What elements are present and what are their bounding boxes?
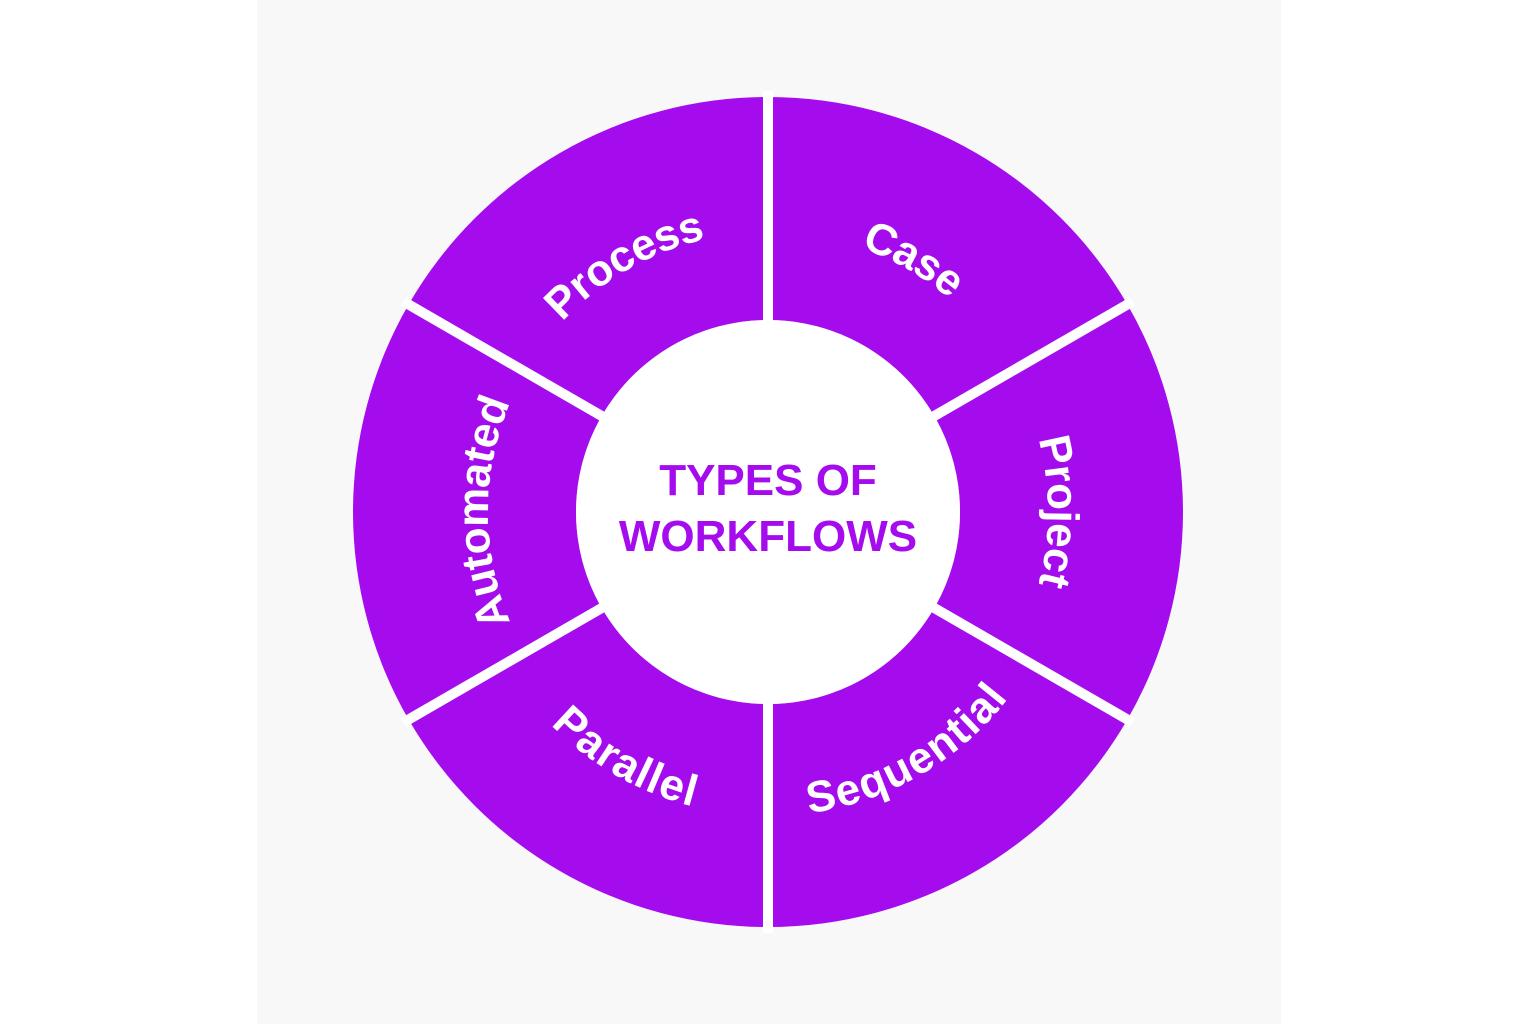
segment-project — [934, 304, 1183, 720]
segments-layer — [352, 97, 1183, 927]
center-title-line-2: WORKFLOWS — [619, 512, 917, 561]
segment-divider — [928, 297, 1136, 423]
dividers-layer — [400, 91, 1136, 933]
segment-divider — [400, 601, 608, 727]
segment-process — [408, 97, 768, 416]
segment-sequential — [768, 608, 1128, 927]
segment-divider — [400, 297, 608, 423]
segment-label-text: Project — [1029, 431, 1087, 594]
segment-label-project: Project — [1029, 431, 1088, 594]
segment-automated — [352, 304, 602, 720]
segment-parallel — [408, 608, 768, 927]
center-circle — [576, 320, 960, 704]
segment-divider — [928, 601, 1136, 727]
segment-case — [768, 97, 1128, 416]
center-title-line-1: TYPES OF — [659, 456, 877, 505]
